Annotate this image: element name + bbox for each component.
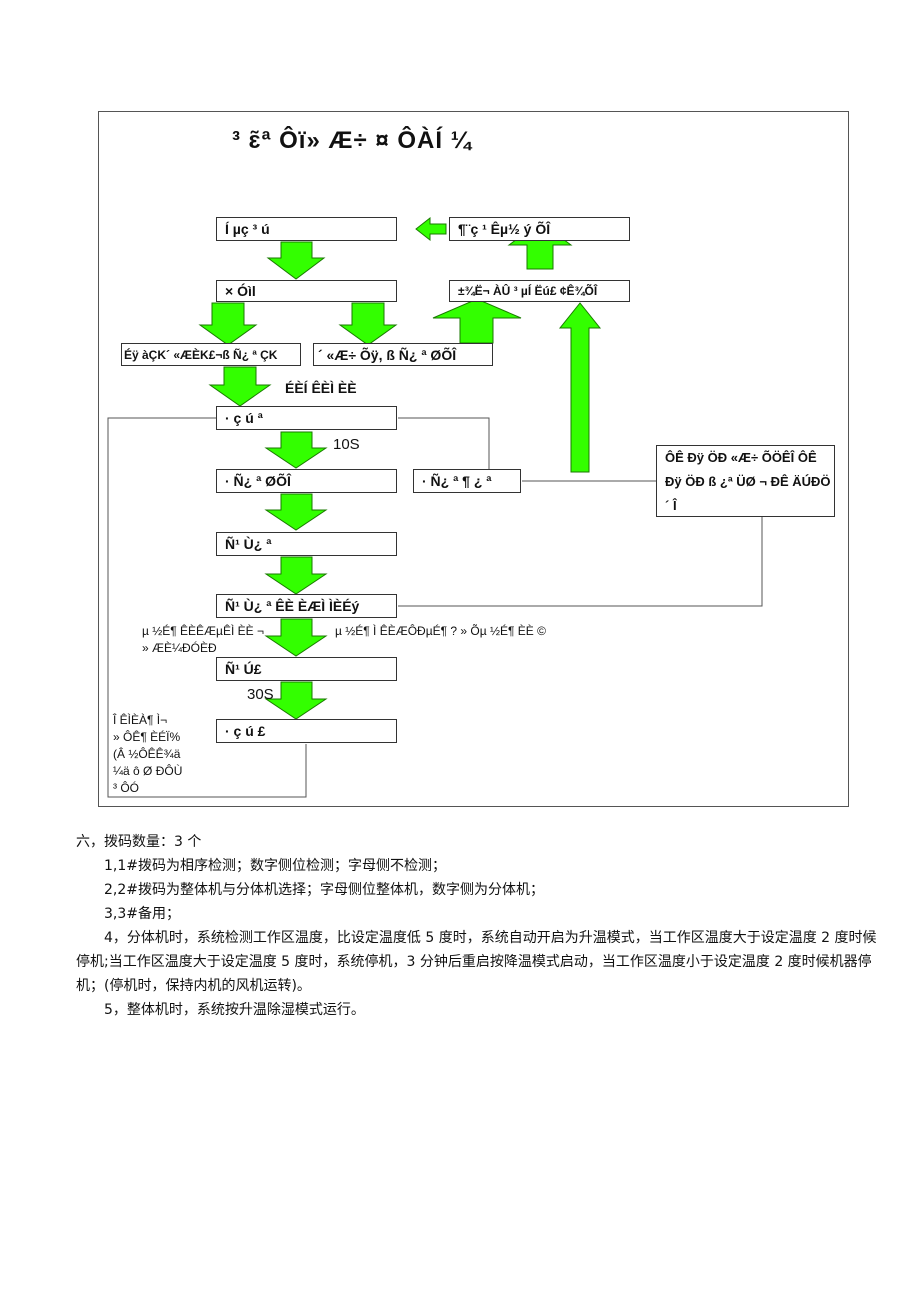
arrow-up-b6-to-b4 [432,298,522,344]
note-left: Î ÊÌÈÀ¶ Ì¬ » ÔÊ¶ ÈÉÏ% (Â ½ÔÊÊ¾ä ¼ä ô Ø Ð… [113,713,183,795]
flowchart-frame [98,111,849,807]
line-b10-to-b12 [398,517,763,607]
text-item-1: 1,1#拨码为相序检测；数字侧位检测；字母侧不检测； [104,858,446,874]
arrow-down-b3-b5 [198,302,258,346]
box-b3: × Óìl [216,280,397,302]
box-b10: ÔÊ Ðÿ ÖÐ «Æ÷ ÕÖÊÎ ÔÊ Ðÿ ÖÐ ß ¿ª ÜØ ¬ ÐÊ … [656,445,835,517]
box-b9: · Ñ¿ ª ¶ ¿ ª [413,469,521,493]
label-l3: » ÆÈ¼ÐÓÈÐ [142,641,217,655]
text-item-4: 4，分体机时，系统检测工作区温度，比设定温度低 5 度时，系统自动开启为升温模式… [76,930,877,994]
label-l4: µ ½É¶ Ì ÊÈÆÔÐµÉ¶ ? » Õµ ½É¶ ÈÈ © [335,624,546,638]
text-heading: 六，拨码数量：3 个 [76,834,202,850]
text-item-3: 3,3#备用； [104,906,180,922]
arrow-left-b2-to-b1 [415,216,447,242]
arrow-down-b3-b6 [338,302,398,346]
time-30s: 30S [247,686,274,703]
box-b12: Ñ¹ Ù¿ ª ÊÈ ÈÆÌ ÌÈÉý [216,594,397,618]
flowchart-connectors [107,216,763,798]
loop-line-left [107,417,307,798]
arrow-down-b13-b14 [264,681,328,720]
arrow-down-b12-b13 [264,618,328,657]
arrow-down-b1-b3 [266,241,326,280]
label-l1: ÉÈÍ ÊÈÌ ÈÈ [285,380,357,396]
label-l2: µ ½É¶ ÊÈÊÆµÊÌ ÈÈ ¬ [142,624,264,638]
description-text: 六，拨码数量：3 个 1,1#拨码为相序检测；数字侧位检测；字母侧不检测； 2,… [76,830,886,1022]
box-b5: Éÿ àÇK´ «ÆÈK£¬ß Ñ¿ ª ÇK [121,343,301,366]
arrow-down-b8-b11 [264,493,328,531]
box-b14: · ç ú £ [216,719,397,743]
box-b2: ¶¨ç ¹ Êµ½ ý ÕÎ [449,217,630,241]
text-item-2: 2,2#拨码为整体机与分体机选择；字母侧位整体机，数字侧为分体机； [104,882,544,898]
box-b1: Í µç ³ ú [216,217,397,241]
line-to-b9 [398,417,490,470]
arrow-down-b5-b7 [208,366,272,407]
box-b8: · Ñ¿ ª ØÕÎ [216,469,397,493]
box-b7: · ç ú ª [216,406,397,430]
box-b4: ±¾Ë¬ ÀÛ ³ µÍ Ëú£ ¢Ê¾ÕÎ [449,280,630,302]
diagram-title: ³ ɛ̃ª Ôï» Æ÷ ¤ ÔÀÍ ¼ [232,127,472,154]
arrow-down-b7-b8 [264,431,328,469]
arrow-down-b11-b12 [264,556,328,595]
box-b6: ´ «Æ÷ Õÿ, ß Ñ¿ ª ØÕÎ [313,343,493,366]
arrow-up-b10-to-b4 [558,302,602,473]
text-item-5: 5，整体机时，系统按升温除湿模式运行。 [104,1002,365,1018]
time-10s: 10S [333,436,360,453]
box-b11: Ñ¹ Ù¿ ª [216,532,397,556]
box-b13: Ñ¹ Ú£ [216,657,397,681]
